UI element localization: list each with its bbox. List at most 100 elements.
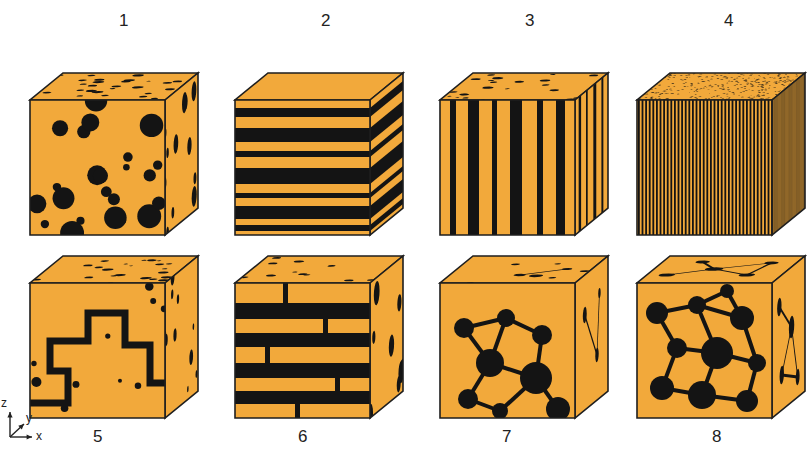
particle — [470, 78, 482, 80]
particle — [744, 81, 748, 83]
particle — [389, 333, 394, 359]
particle — [588, 75, 599, 77]
particle — [701, 337, 733, 369]
particle — [327, 265, 337, 267]
rod — [800, 74, 801, 213]
particle — [751, 90, 754, 92]
particle — [664, 93, 668, 95]
cube-face — [370, 73, 404, 236]
particle — [761, 90, 763, 91]
rod — [537, 100, 543, 235]
particle — [759, 76, 761, 77]
rod — [660, 100, 662, 235]
particle — [173, 327, 176, 343]
particle — [693, 91, 695, 92]
particle — [749, 75, 753, 77]
face-content — [637, 100, 772, 235]
particle — [768, 87, 771, 88]
particle — [193, 323, 195, 331]
particle — [669, 75, 672, 77]
particle — [654, 88, 657, 89]
rod — [779, 92, 780, 231]
particle — [760, 89, 764, 91]
rod — [774, 96, 775, 235]
rod — [710, 100, 712, 235]
particle — [152, 196, 165, 210]
rod — [586, 88, 588, 228]
face-outline — [235, 283, 370, 418]
particle — [686, 86, 689, 87]
cube-face — [772, 256, 805, 418]
particle — [734, 78, 737, 79]
rod — [773, 97, 774, 235]
layer — [235, 193, 370, 198]
particle — [292, 272, 298, 273]
particle — [171, 289, 173, 300]
particle — [100, 95, 109, 96]
particle — [658, 98, 661, 99]
particle — [694, 261, 711, 264]
particle — [688, 296, 706, 314]
particle — [754, 81, 757, 82]
cube-face — [637, 283, 772, 418]
particle — [93, 168, 108, 183]
face-outline — [440, 283, 575, 418]
particle — [737, 273, 757, 276]
face-outline — [772, 73, 805, 235]
particle — [679, 74, 683, 76]
particle — [101, 268, 115, 270]
particle — [711, 75, 714, 77]
particle — [739, 84, 742, 85]
particle — [658, 96, 661, 97]
particle — [730, 306, 754, 330]
particle — [707, 80, 710, 81]
cube-face — [233, 283, 372, 420]
particle — [685, 76, 688, 78]
rod — [656, 100, 658, 235]
particle — [786, 78, 790, 80]
rod — [785, 87, 786, 226]
particle — [595, 347, 598, 364]
particle — [672, 77, 675, 79]
particle — [762, 94, 765, 95]
particle — [764, 89, 767, 91]
face-content — [440, 283, 575, 418]
particle — [87, 165, 107, 185]
rod — [717, 100, 719, 235]
particle — [141, 260, 147, 261]
particle — [150, 98, 159, 99]
layer — [235, 225, 370, 231]
particle — [764, 83, 768, 85]
rod — [791, 82, 792, 221]
particle — [153, 160, 162, 169]
particle — [94, 267, 104, 269]
face-ground — [370, 256, 403, 418]
particle — [659, 94, 662, 95]
particle — [733, 93, 736, 94]
particle — [743, 86, 747, 88]
particle — [743, 80, 746, 81]
particle — [789, 81, 792, 82]
rod — [670, 100, 672, 235]
particle — [757, 82, 760, 83]
particle — [712, 96, 715, 98]
connecting-neck — [597, 293, 599, 355]
particle — [690, 84, 693, 85]
particle — [720, 79, 723, 80]
particle — [532, 325, 552, 345]
particle — [777, 296, 781, 318]
particle — [447, 95, 453, 97]
cube-face — [440, 98, 575, 237]
particle — [769, 77, 771, 78]
face-content — [370, 256, 403, 418]
particle — [512, 274, 527, 276]
rod — [774, 95, 775, 234]
rod — [799, 75, 800, 214]
particle — [730, 77, 733, 78]
particle — [777, 75, 781, 77]
particle — [138, 96, 148, 98]
particle — [753, 77, 755, 78]
particle — [690, 83, 693, 85]
particle — [748, 88, 751, 89]
face-outline — [637, 100, 772, 235]
